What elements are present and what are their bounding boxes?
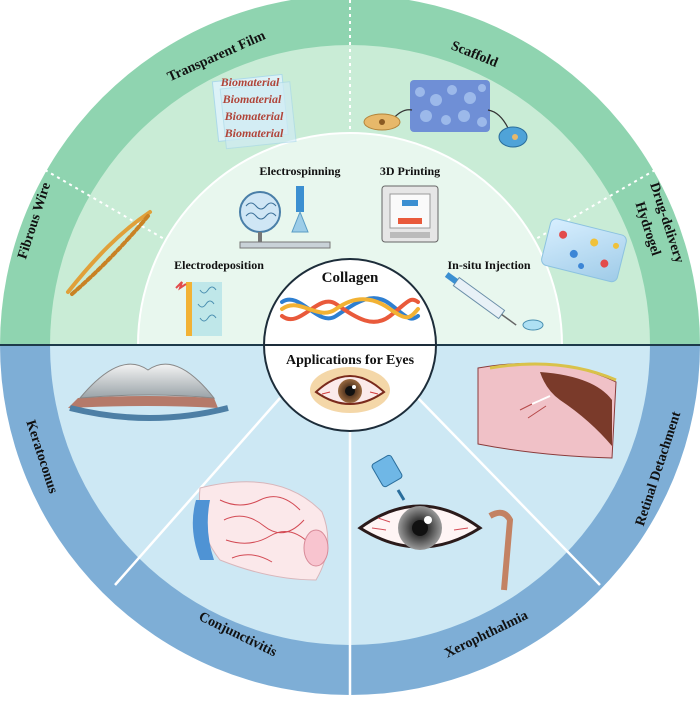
label-in-situ-injection: In-situ Injection: [447, 258, 530, 272]
label-electrodeposition: Electrodeposition: [174, 258, 264, 272]
red-eye-icon: [310, 367, 390, 413]
hydrogel-illustration: [541, 218, 627, 283]
3d-printing-illustration: [381, 185, 439, 243]
electrodeposition-illustration: [175, 281, 222, 336]
center-circle: Collagen Applications for Eyes: [263, 258, 437, 432]
scaffold-illustration: [363, 80, 528, 148]
transparent-film-illustration: Biomaterial Biomaterial Biomaterial Biom…: [211, 73, 297, 150]
film-text-1: Biomaterial: [220, 75, 280, 89]
xerophthalmia-illustration: [357, 454, 514, 591]
center-top-label: Collagen: [322, 270, 379, 286]
keratoconus-illustration: [68, 363, 229, 421]
film-text-4: Biomaterial: [224, 126, 284, 140]
top-inner-ring: [137, 132, 563, 345]
film-text-2: Biomaterial: [222, 92, 282, 106]
conjunctivitis-illustration: [192, 481, 329, 581]
top-sector-dividers: [44, 0, 656, 241]
electrospinning-illustration: [239, 186, 331, 249]
label-electrospinning: Electrospinning: [259, 164, 340, 178]
bottom-sector-dividers: [114, 397, 601, 697]
fibrous-wire-illustration: [66, 210, 152, 296]
collagen-helix-icon: [280, 296, 420, 324]
retinal-detachment-illustration: [477, 362, 617, 459]
in-situ-injection-illustration: [444, 272, 544, 331]
film-text-3: Biomaterial: [224, 109, 284, 123]
center-bottom-label: Applications for Eyes: [286, 353, 415, 368]
label-3d-printing: 3D Printing: [380, 164, 440, 178]
